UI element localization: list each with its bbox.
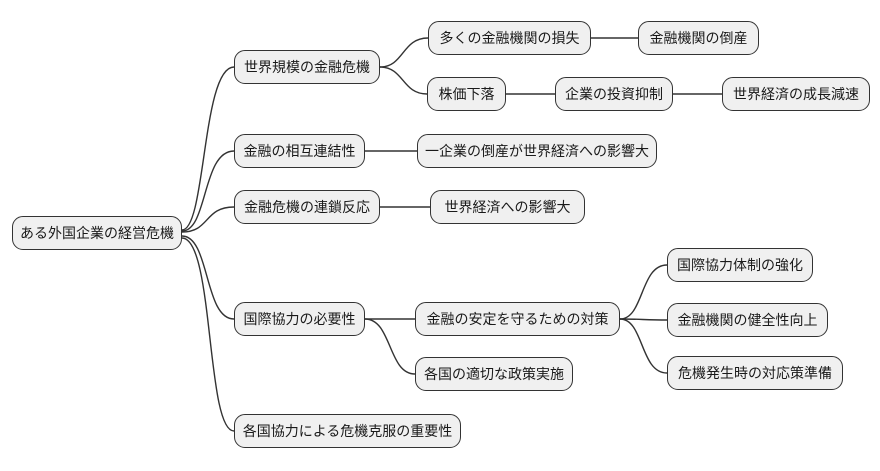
node-root: ある外国企業の経営危機 [12,216,182,250]
connector-root-to-interconnectedness [181,150,235,232]
node-global-economy-impact: 世界経済への影響大 [430,190,585,224]
connector-root-to-crisis-overcoming [181,237,235,432]
connector-root-to-cooperation-necessity [181,235,235,320]
node-crisis-response-preparation: 危機発生時の対応策準備 [667,356,843,390]
node-stock-price-decline: 株価下落 [427,77,506,111]
connector-measures-to-soundness [619,318,668,321]
node-international-cooperation-necessity: 国際協力の必要性 [234,302,365,336]
node-global-financial-crisis: 世界規模の金融危機 [234,50,380,84]
node-financial-stability-measures: 金融の安定を守るための対策 [415,302,620,336]
node-strengthen-international-cooperation-framework: 国際協力体制の強化 [667,248,813,282]
connector-root-to-global-crisis [181,66,235,231]
connector-crisis-to-losses [379,37,429,68]
node-single-company-bankruptcy-impact: 一企業の倒産が世界経済への影響大 [417,134,657,168]
node-financial-institution-bankruptcy: 金融機関の倒産 [638,21,759,55]
node-financial-institution-losses: 多くの金融機関の損失 [428,21,591,55]
connector-root-to-chain-reaction [181,206,235,233]
node-financial-institution-soundness: 金融機関の健全性向上 [667,303,828,337]
node-cooperative-crisis-overcoming-importance: 各国協力による危機克服の重要性 [234,414,461,448]
node-appropriate-national-policies: 各国の適切な政策実施 [415,357,573,391]
connector-measures-to-framework [619,264,668,320]
connector-crisis-to-stock-decline [379,66,428,95]
node-global-economic-growth-slowdown: 世界経済の成長減速 [722,77,870,111]
connector-measures-to-preparation [619,318,668,374]
node-corporate-investment-restraint: 企業の投資抑制 [555,77,673,111]
node-financial-interconnectedness: 金融の相互連結性 [234,134,365,168]
connector-cooperation-to-policies [364,318,416,375]
node-financial-crisis-chain-reaction: 金融危機の連鎖反応 [234,190,380,224]
